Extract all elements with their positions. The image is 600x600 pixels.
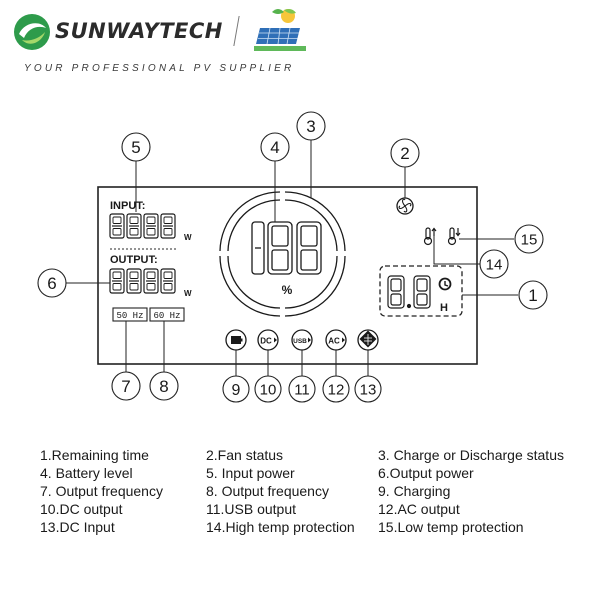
svg-text:7: 7 (121, 377, 130, 396)
legend-item: 8. Output frequency (206, 483, 329, 499)
svg-text:↑: ↑ (230, 336, 237, 345)
lcd-frame (97, 186, 478, 365)
input-digits (109, 213, 176, 239)
legend-item: 7. Output frequency (40, 483, 163, 499)
legend-item: 10.DC output (40, 501, 123, 517)
input-label: INPUT: (110, 200, 145, 212)
callout-12: 12 (322, 375, 350, 403)
legend-item: 11.USB output (206, 501, 297, 517)
svg-text:9: 9 (232, 382, 241, 399)
remaining-time-digits (387, 275, 431, 309)
brand-logo-icon (14, 14, 50, 50)
usb-output-icon: USB (291, 329, 313, 351)
lcd-diagram: INPUT: W OUTPUT: W 50 Hz 60 Hz % (37, 111, 548, 403)
legend-item: 15.Low temp protection (378, 519, 524, 535)
callout-3: 3 (296, 111, 326, 141)
solar-panel-icon (254, 9, 306, 51)
legend-item: 13.DC Input (40, 519, 115, 535)
svg-text:10: 10 (260, 382, 277, 399)
dc-output-icon: DC (257, 329, 279, 351)
ac-output-icon: AC (325, 329, 347, 351)
svg-text:11: 11 (294, 382, 310, 399)
fan-icon (396, 197, 414, 215)
callout-9: 9 (222, 375, 250, 403)
svg-text:2: 2 (400, 144, 409, 163)
hour-unit: H (440, 302, 448, 314)
ac-icon-label: AC (328, 337, 340, 346)
low-temp-icon (447, 227, 461, 246)
legend-item: 4. Battery level (40, 465, 133, 481)
freq-box-50hz (112, 307, 148, 322)
freq-60hz-label: 60 Hz (153, 311, 180, 321)
svg-text:15: 15 (521, 232, 538, 249)
callout-5: 5 (121, 132, 151, 162)
svg-text:4: 4 (270, 138, 279, 157)
output-digits (109, 268, 176, 294)
legend-item: 6.Output power (378, 465, 474, 481)
high-temp-icon (423, 227, 437, 246)
battery-ring (219, 191, 346, 317)
callout-13: 13 (354, 375, 382, 403)
callout-2: 2 (390, 138, 420, 168)
svg-text:5: 5 (131, 138, 140, 157)
callout-15: 15 (514, 224, 544, 254)
output-label: OUTPUT: (110, 254, 158, 266)
callout-10: 10 (254, 375, 282, 403)
callout-14: 14 (479, 249, 509, 279)
legend-item: 14.High temp protection (206, 519, 355, 535)
leader-lines (66, 140, 518, 376)
clock-icon (438, 277, 452, 291)
legend-item: 5. Input power (206, 465, 295, 481)
charging-icon: ↑ (225, 329, 247, 351)
callout-1: 1 (518, 280, 548, 310)
svg-text:8: 8 (159, 377, 168, 396)
legend-item: 1.Remaining time (40, 447, 149, 463)
legend-item: 9. Charging (378, 483, 451, 499)
usb-icon-label: USB (293, 338, 307, 345)
brand-name: SUNWAYTECH (55, 19, 223, 43)
battery-digits (251, 221, 322, 275)
percent-sign: % (282, 283, 293, 297)
output-unit: W (184, 289, 192, 298)
callout-4: 4 (260, 132, 290, 162)
svg-text:12: 12 (328, 382, 345, 399)
callout-6: 6 (37, 268, 67, 298)
callout-11: 11 (288, 375, 316, 403)
callout-8: 8 (149, 371, 179, 401)
callout-7: 7 (111, 371, 141, 401)
svg-text:14: 14 (486, 257, 503, 274)
tagline: YOUR PROFESSIONAL PV SUPPLIER (24, 63, 295, 74)
input-unit: W (184, 233, 192, 242)
svg-text:6: 6 (47, 274, 56, 293)
freq-box-60hz (149, 307, 185, 322)
legend-item: 12.AC output (378, 501, 460, 517)
legend-item: 2.Fan status (206, 447, 284, 463)
dc-icon-label: DC (260, 337, 272, 346)
remaining-time-box (379, 265, 463, 317)
svg-text:13: 13 (360, 382, 377, 399)
dc-input-icon (357, 329, 379, 351)
freq-50hz-label: 50 Hz (116, 311, 143, 321)
legend-item: 3. Charge or Discharge status (378, 447, 564, 463)
svg-text:3: 3 (306, 117, 315, 136)
svg-text:1: 1 (528, 286, 537, 305)
